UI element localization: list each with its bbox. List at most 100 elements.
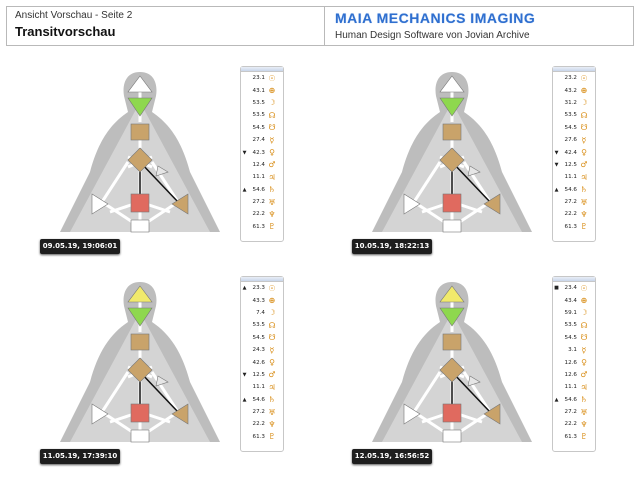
planet-glyph-icon: ♂ [268, 370, 276, 380]
gate-line: 59.1 [564, 309, 577, 316]
planet-row: 11.1♃ [241, 171, 283, 183]
planet-row: 54.5☋ [553, 332, 595, 344]
head-center [127, 75, 153, 93]
sacral-center [442, 193, 462, 213]
gate-line: 53.5 [252, 99, 265, 106]
gate-line: 43.4 [564, 297, 577, 304]
planet-row: ▲54.6♄ [553, 394, 595, 406]
planet-row: 43.2⊕ [553, 84, 595, 96]
bodygraph [60, 72, 220, 233]
gate-line: 27.2 [564, 199, 577, 206]
sacral-center [442, 403, 462, 423]
planet-row: 53.5☊ [553, 319, 595, 331]
solar-plexus-center [171, 193, 189, 215]
gate-line: 54.5 [252, 334, 265, 341]
planet-row: 22.2♆ [553, 208, 595, 220]
planet-row: 42.6♀ [241, 356, 283, 368]
planet-glyph-icon: ♆ [580, 419, 588, 429]
planet-glyph-icon: ☊ [580, 110, 588, 120]
planet-glyph-icon: ♆ [580, 209, 588, 219]
planet-glyph-icon: ⊕ [580, 86, 588, 96]
planet-glyph-icon: ☽ [268, 308, 276, 318]
spleen-center [403, 193, 421, 215]
planet-glyph-icon: ♄ [580, 395, 588, 405]
spleen-center [403, 403, 421, 425]
planet-glyph-icon: ♀ [269, 148, 275, 158]
planet-row: 43.3⊕ [241, 294, 283, 306]
fixation-mark: ■ [554, 285, 559, 292]
planet-glyph-icon: ⊕ [268, 86, 276, 96]
gate-line: 11.1 [564, 174, 577, 181]
planet-glyph-icon: ♇ [580, 432, 588, 442]
planet-row: ▲23.3☉ [241, 282, 283, 294]
planet-row: 22.2♆ [241, 418, 283, 430]
planet-glyph-icon: ☋ [268, 123, 276, 133]
g-center [439, 357, 465, 383]
channel-line [100, 371, 130, 413]
planet-column: ▲23.3☉43.3⊕7.4☽53.5☊54.5☋24.3☿42.6♀▼12.5… [240, 276, 284, 452]
fixation-mark: ▲ [242, 396, 247, 403]
planet-row: 61.3♇ [241, 221, 283, 233]
transit-panel-4: ■23.4☉43.4⊕59.1☽53.5☊54.5☋3.1☿12.6♀12.6♂… [352, 272, 602, 472]
planet-column-header [553, 67, 595, 72]
planet-glyph-icon: ☊ [268, 320, 276, 330]
throat-center [130, 333, 150, 351]
planet-glyph-icon: ⊕ [268, 296, 276, 306]
planet-row: 43.1⊕ [241, 84, 283, 96]
solar-plexus-center [171, 403, 189, 425]
channel-line [100, 161, 130, 203]
planet-row: ■23.4☉ [553, 282, 595, 294]
gate-line: 22.2 [252, 211, 265, 218]
gate-line: 31.2 [564, 99, 577, 106]
planet-glyph-icon: ♃ [268, 172, 276, 182]
channel-line [462, 161, 492, 203]
fixation-mark: ▼ [242, 371, 247, 378]
planet-glyph-icon: ♇ [268, 222, 276, 232]
planet-row: 27.2♅ [553, 406, 595, 418]
planet-row: 11.1♃ [553, 381, 595, 393]
planet-glyph-icon: ♇ [580, 222, 588, 232]
gate-line: 61.3 [252, 433, 265, 440]
planet-row: 27.2♅ [241, 406, 283, 418]
channel-line [150, 161, 180, 203]
defined-channel [139, 371, 179, 413]
planet-glyph-icon: ☋ [268, 333, 276, 343]
gate-line: 54.6 [564, 186, 577, 193]
planet-row: 23.1☉ [241, 72, 283, 84]
ajna-center [127, 307, 153, 327]
gate-line: 12.4 [252, 161, 265, 168]
heart-center [155, 165, 169, 177]
fixation-mark: ▲ [242, 285, 247, 292]
planet-row: ▲54.6♄ [241, 394, 283, 406]
planet-column: ■23.4☉43.4⊕59.1☽53.5☊54.5☋3.1☿12.6♀12.6♂… [552, 276, 596, 452]
planet-row: 31.2☽ [553, 97, 595, 109]
gate-line: 43.3 [252, 297, 265, 304]
planet-column-header [241, 67, 283, 72]
gate-line: 12.6 [564, 359, 577, 366]
planet-glyph-icon: ☋ [580, 123, 588, 133]
heart-center [155, 375, 169, 387]
bodygraph [372, 72, 532, 233]
planet-column: 23.2☉43.2⊕31.2☽53.5☊54.5☋27.6☿▼42.4♀▼12.… [552, 66, 596, 242]
planet-glyph-icon: ♄ [580, 185, 588, 195]
gate-line: 11.1 [564, 384, 577, 391]
planet-row: 54.5☋ [241, 332, 283, 344]
gate-line: 24.3 [252, 347, 265, 354]
planet-glyph-icon: ♂ [580, 160, 588, 170]
head-center [439, 285, 465, 303]
fixation-mark: ▲ [554, 396, 559, 403]
throat-center [130, 123, 150, 141]
planet-row: 27.6☿ [553, 134, 595, 146]
solar-plexus-center [483, 193, 501, 215]
fixation-mark: ▼ [554, 149, 559, 156]
header-left: Ansicht Vorschau - Seite 2 Transitvorsch… [7, 7, 325, 45]
bodygraph [372, 282, 532, 443]
planet-row: 54.5☋ [553, 122, 595, 134]
planet-glyph-icon: ♀ [581, 358, 587, 368]
fixation-mark: ▼ [554, 161, 559, 168]
planet-glyph-icon: ⊕ [580, 296, 588, 306]
brand-subtitle: Human Design Software von Jovian Archive [335, 30, 530, 41]
gate-line: 27.2 [252, 409, 265, 416]
gate-line: 61.3 [564, 433, 577, 440]
gate-line: 12.5 [564, 161, 577, 168]
